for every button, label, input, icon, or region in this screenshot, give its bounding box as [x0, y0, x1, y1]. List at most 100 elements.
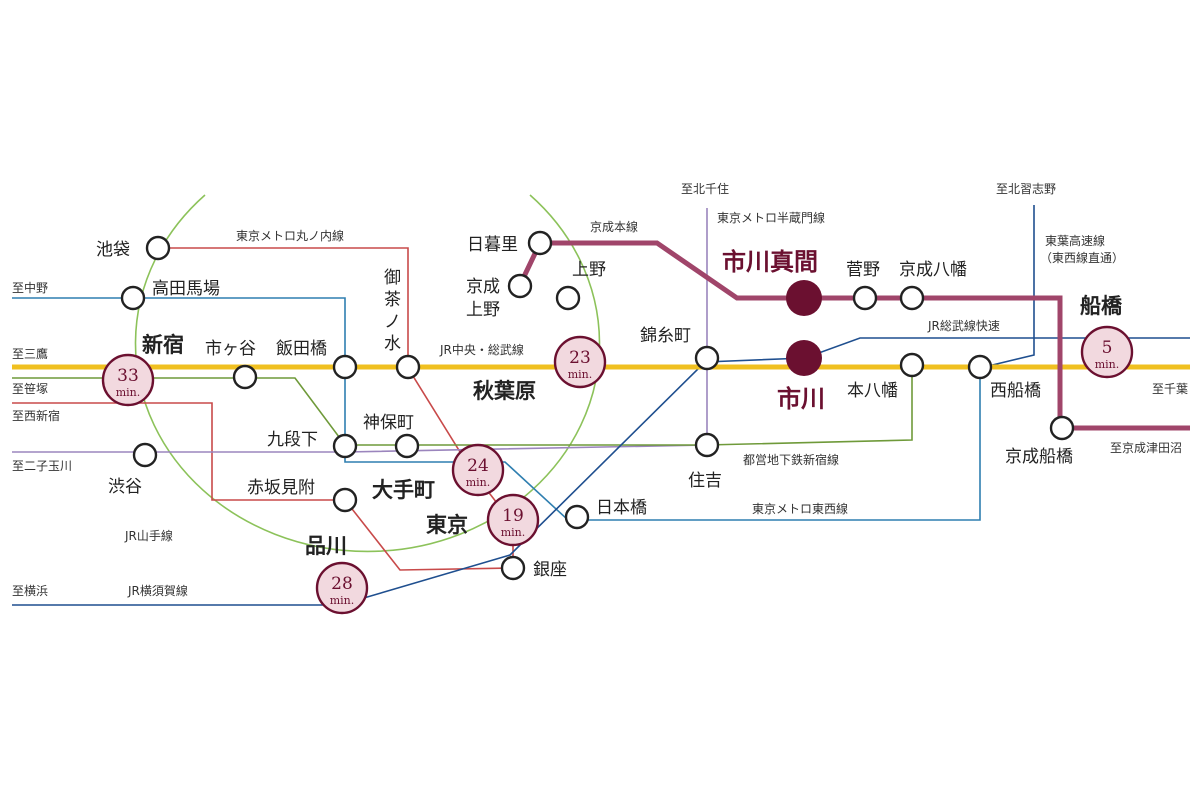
- name-ochanomizu-1: 御: [384, 268, 401, 288]
- station-motoyawata[interactable]: [899, 352, 925, 378]
- badge-akihabara: 23 min.: [553, 335, 607, 389]
- station-keisei-yawata[interactable]: [899, 285, 925, 311]
- yamanote-line: [134, 194, 601, 553]
- station-ueno[interactable]: [555, 285, 581, 311]
- hanzomon-line: [12, 208, 708, 453]
- label-shinjuku-line: 都営地下鉄新宿線: [743, 452, 839, 467]
- name-nihombashi: 日本橋: [596, 498, 647, 518]
- badge-akihabara-num: 23: [569, 348, 591, 368]
- name-keisei-ueno-1: 京成: [466, 277, 500, 297]
- badge-funabashi-num: 5: [1102, 338, 1113, 358]
- name-shinagawa: 品川: [305, 533, 347, 558]
- name-jimbocho: 神保町: [363, 413, 414, 433]
- station-ichikawa[interactable]: [786, 340, 822, 376]
- badge-funabashi-unit: min.: [1095, 358, 1120, 371]
- name-ichigaya: 市ヶ谷: [205, 339, 256, 359]
- label-to-nishishinjuku: 至西新宿: [12, 408, 60, 423]
- label-tozai-line: 東京メトロ東西線: [752, 501, 848, 516]
- station-ikebukuro[interactable]: [145, 235, 171, 261]
- station-keisei-funabashi[interactable]: [1049, 415, 1075, 441]
- station-takadanobaba[interactable]: [120, 285, 146, 311]
- badge-shinjuku: 33 min.: [101, 353, 155, 407]
- label-to-yokohama: 至横浜: [12, 584, 48, 598]
- station-sugano[interactable]: [852, 285, 878, 311]
- label-toyo-rapid-2: （東西線直通）: [1040, 250, 1124, 265]
- station-kudanshita[interactable]: [332, 433, 358, 459]
- badge-shinjuku-unit: min.: [116, 386, 141, 399]
- name-keisei-ueno-2: 上野: [466, 300, 500, 320]
- name-keisei-funabashi: 京成船橋: [1005, 447, 1073, 467]
- badge-akihabara-unit: min.: [568, 368, 593, 381]
- name-keisei-yawata: 京成八幡: [899, 260, 967, 280]
- name-sugano: 菅野: [846, 260, 880, 280]
- label-to-keisei-tsudanuma: 至京成津田沼: [1110, 441, 1182, 455]
- name-ochanomizu-3: ノ: [384, 312, 401, 332]
- badge-shinagawa-num: 28: [331, 574, 353, 594]
- station-sumiyoshi[interactable]: [694, 432, 720, 458]
- name-ochanomizu-4: 水: [384, 334, 401, 354]
- badge-otemachi: 24 min.: [451, 443, 505, 497]
- station-jimbocho[interactable]: [394, 433, 420, 459]
- badge-tokyo: 19 min.: [486, 493, 540, 547]
- station-nishifunabashi[interactable]: [967, 354, 993, 380]
- name-sumiyoshi: 住吉: [688, 471, 722, 491]
- label-sobu-rapid-line: JR総武線快速: [927, 318, 1000, 333]
- name-ochanomizu-2: 茶: [384, 290, 401, 310]
- name-takadanobaba: 高田馬場: [152, 279, 220, 299]
- name-ueno: 上野: [572, 260, 606, 280]
- label-toyo-rapid-1: 東葉高速線: [1045, 233, 1105, 248]
- name-akasakamitsuke: 赤坂見附: [247, 478, 315, 498]
- station-nihombashi[interactable]: [564, 504, 590, 530]
- name-nippori: 日暮里: [467, 235, 518, 255]
- label-hanzomon-line: 東京メトロ半蔵門線: [717, 210, 825, 225]
- badge-shinjuku-num: 33: [117, 366, 139, 386]
- name-motoyawata: 本八幡: [847, 381, 898, 401]
- marunouchi-line: [12, 247, 514, 571]
- badge-shinagawa: 28 min.: [315, 561, 369, 615]
- name-iidabashi: 飯田橋: [276, 339, 327, 359]
- name-nishifunabashi: 西船橋: [990, 381, 1041, 401]
- label-to-chiba: 至千葉: [1152, 382, 1188, 396]
- name-kudanshita: 九段下: [267, 430, 318, 450]
- label-keisei-line: 京成本線: [590, 219, 638, 234]
- label-to-nakano: 至中野: [12, 280, 48, 295]
- name-akihabara: 秋葉原: [473, 378, 536, 403]
- label-to-futakotamagawa: 至二子玉川: [12, 459, 72, 473]
- name-ichikawamama: 市川真間: [722, 247, 818, 276]
- label-to-mitaka: 至三鷹: [12, 346, 48, 361]
- badge-shinagawa-unit: min.: [330, 594, 355, 607]
- station-ichigaya[interactable]: [232, 364, 258, 390]
- name-ikebukuro: 池袋: [96, 240, 130, 260]
- station-kinshicho[interactable]: [694, 345, 720, 371]
- name-kinshicho: 錦糸町: [640, 326, 691, 346]
- station-ochanomizu[interactable]: [395, 354, 421, 380]
- badge-otemachi-num: 24: [467, 456, 489, 476]
- station-iidabashi[interactable]: [332, 354, 358, 380]
- label-yokosuka-line: JR横須賀線: [127, 583, 188, 598]
- toyo-rapid-line: [979, 205, 1035, 369]
- name-ichikawa: 市川: [777, 384, 825, 413]
- station-ichikawamama[interactable]: [786, 280, 822, 316]
- badge-tokyo-unit: min.: [501, 526, 526, 539]
- station-nippori[interactable]: [527, 230, 553, 256]
- label-chuo-sobu-line: JR中央・総武線: [439, 342, 524, 357]
- badge-tokyo-num: 19: [502, 506, 524, 526]
- badge-otemachi-unit: min.: [466, 476, 491, 489]
- station-akasakamitsuke[interactable]: [332, 487, 358, 513]
- station-markers: [120, 230, 1075, 581]
- name-otemachi: 大手町: [372, 477, 435, 502]
- station-shibuya[interactable]: [132, 442, 158, 468]
- label-yamanote-line: JR山手線: [124, 528, 173, 543]
- name-funabashi: 船橋: [1080, 293, 1123, 318]
- label-to-kitasenju: 至北千住: [681, 182, 729, 196]
- badge-funabashi: 5 min.: [1080, 325, 1134, 379]
- name-tokyo: 東京: [426, 512, 468, 537]
- name-shibuya: 渋谷: [108, 477, 142, 497]
- station-ginza[interactable]: [500, 555, 526, 581]
- name-ginza: 銀座: [533, 560, 567, 580]
- station-keisei-ueno[interactable]: [507, 273, 533, 299]
- label-to-sasazuka: 至笹塚: [12, 382, 48, 396]
- tozai-line: [12, 297, 981, 521]
